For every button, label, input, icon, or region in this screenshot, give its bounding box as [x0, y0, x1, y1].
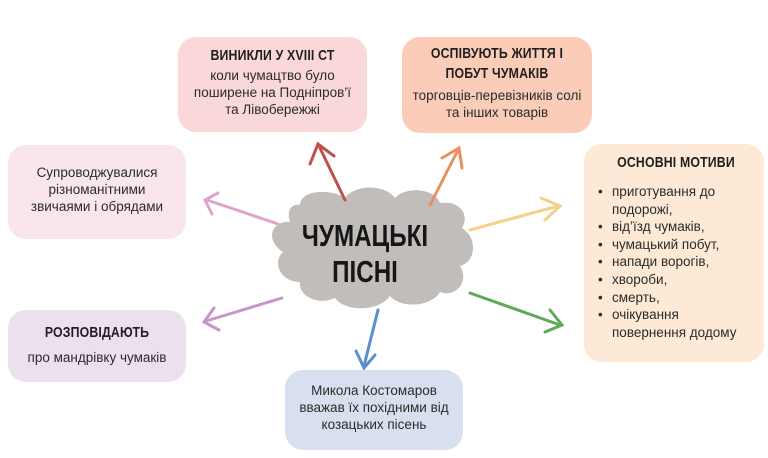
- life-box: ОСПІВУЮТЬ ЖИТТЯ І ПОБУТ ЧУМАКІВ торговці…: [402, 37, 592, 133]
- motifs-list: приготування до подорожі, від’їзд чумакі…: [596, 183, 756, 341]
- life-text: торговців-перевізників солі та інших тов…: [412, 88, 582, 120]
- arrow-life: [428, 145, 464, 207]
- customs-text: Супроводжувалися різноманітними звичаями…: [30, 165, 164, 214]
- arrow-kostomarov: [354, 308, 380, 371]
- origin-box: ВИНИКЛИ У XVIII СТ коли чумацтво було по…: [178, 37, 367, 132]
- tell-box: РОЗПОВІДАЮТЬ про мандрівку чумаків: [8, 310, 186, 382]
- kostomarov-box: Микола Костомаров вважав їх похідними ві…: [285, 370, 463, 450]
- motif-item: очікування повернення додому: [596, 306, 756, 341]
- center-title-line2: ПІСНІ: [332, 254, 398, 289]
- cloud-shape: [272, 187, 474, 309]
- customs-box: Супроводжувалися різноманітними звичаями…: [8, 145, 186, 239]
- motif-item: чумацький побут,: [596, 236, 756, 254]
- center-title: ЧУМАЦЬКІ ПІСНІ: [291, 218, 439, 290]
- arrow-green: [468, 291, 565, 334]
- kostomarov-text: Микола Костомаров вважав їх похідними ві…: [299, 383, 449, 432]
- motifs-box: ОСНОВНІ МОТИВИ приготування до подорожі,…: [584, 144, 764, 362]
- motifs-title: ОСНОВНІ МОТИВИ: [617, 154, 735, 171]
- motif-item: приготування до подорожі,: [596, 183, 756, 218]
- origin-text: коли чумацтво було поширене на Подніпров…: [193, 68, 352, 117]
- motif-item: смерть,: [596, 289, 756, 307]
- tell-title: РОЗПОВІДАЮТЬ: [44, 324, 150, 341]
- life-title-line2: ПОБУТ ЧУМАКІВ: [445, 65, 549, 82]
- motif-item: від’їзд чумаків,: [596, 218, 756, 236]
- center-title-line1: ЧУМАЦЬКІ: [301, 218, 429, 253]
- life-title-line1: ОСПІВУЮТЬ ЖИТТЯ І: [430, 45, 564, 62]
- arrow-tell: [201, 296, 284, 332]
- arrow-origin: [308, 141, 347, 202]
- arrow-customs: [203, 191, 280, 226]
- arrow-motifs: [468, 196, 563, 232]
- motif-item: хвороби,: [596, 271, 756, 289]
- tell-text: про мандрівку чумаків: [27, 350, 167, 365]
- origin-title: ВИНИКЛИ У XVIII СТ: [210, 47, 335, 64]
- motif-item: напади ворогів,: [596, 253, 756, 271]
